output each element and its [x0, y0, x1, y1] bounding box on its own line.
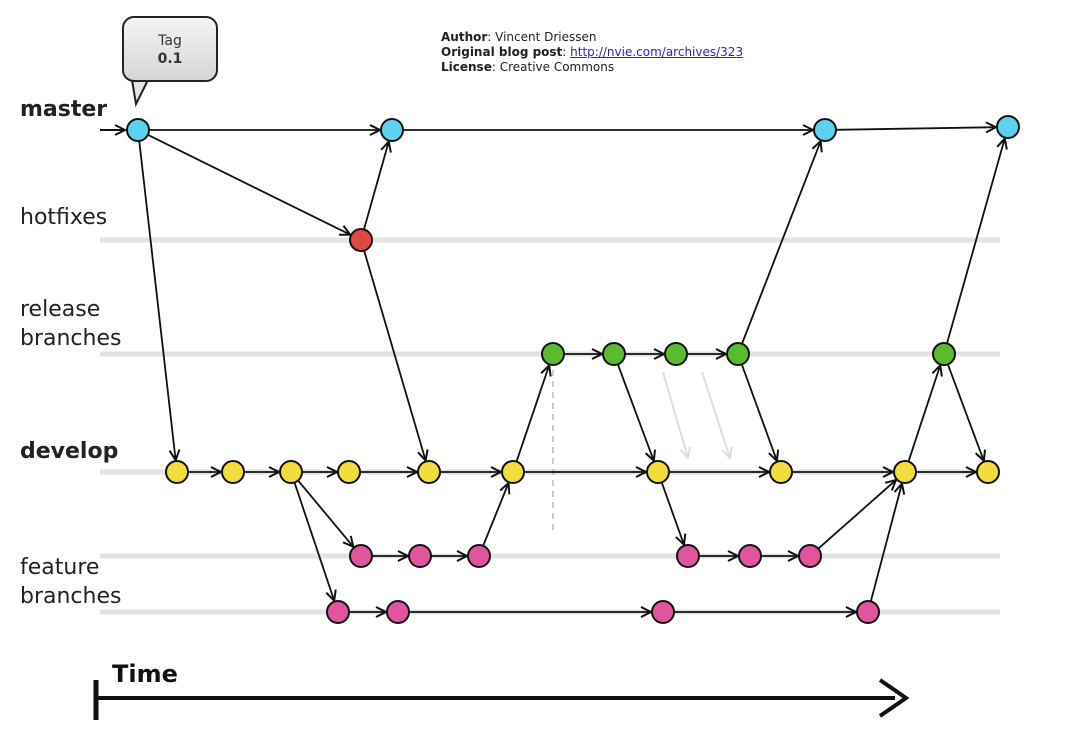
decorations: [93, 79, 910, 720]
commit-feature-g3: [651, 600, 675, 624]
post-label: Original blog post: [441, 45, 563, 59]
commit-feature-f5: [738, 544, 762, 568]
commit-feature-f4: [676, 544, 700, 568]
license: : Creative Commons: [491, 60, 615, 74]
tag-callout: Tag 0.1: [122, 16, 218, 82]
edge-d3-g1: [293, 482, 335, 600]
commit-release-r1: [541, 342, 565, 366]
ghost-merge-arrow: [701, 371, 730, 458]
edge-d3-f1: [297, 479, 353, 546]
tag-pointer: [131, 79, 149, 108]
edge-r4-m3: [741, 141, 821, 345]
commit-nodes: [126, 115, 1020, 624]
lane-label-release-2: branches: [20, 326, 122, 351]
commit-feature-f6: [798, 544, 822, 568]
commit-feature-g4: [856, 600, 880, 624]
edge-h1-m2: [363, 142, 389, 230]
commit-develop-d2: [221, 460, 245, 484]
edge-g4-d9: [869, 484, 902, 602]
edge-r5-d10: [946, 363, 984, 460]
commit-release-r4: [726, 342, 750, 366]
commit-master-m4: [996, 115, 1020, 139]
tag-title: Tag: [158, 33, 182, 49]
edge-d6-r1: [515, 365, 550, 462]
edge-m3-m4: [835, 127, 996, 130]
edge-m1-d1: [138, 140, 175, 460]
lane-label-feature-2: branches: [20, 584, 122, 609]
commit-feature-g1: [326, 600, 350, 624]
edge-r5-m4: [946, 139, 1005, 344]
commit-develop-d7: [646, 460, 670, 484]
commit-feature-g2: [386, 600, 410, 624]
license-label: License: [441, 60, 492, 74]
commit-develop-d3: [279, 460, 303, 484]
post-sep: :: [562, 45, 571, 59]
time-arrowhead: [878, 678, 910, 718]
commit-release-r5: [932, 342, 956, 366]
commit-develop-d4: [337, 460, 361, 484]
edge-d7-f4: [660, 482, 684, 544]
lane-label-feature-1: feature: [20, 555, 100, 580]
credits: Author: Vincent Driessen Original blog p…: [441, 30, 743, 75]
lane-lines: [100, 237, 1000, 615]
edge-d9-r5: [907, 365, 940, 462]
edge-m1-h1: [147, 134, 350, 235]
lane-label-master: master: [20, 97, 108, 122]
edge-f3-d6: [482, 483, 508, 547]
commit-develop-d8: [769, 460, 793, 484]
commit-develop-d9: [893, 460, 917, 484]
commit-develop-d6: [501, 460, 525, 484]
author: : Vincent Driessen: [487, 30, 597, 44]
commit-develop-d5: [417, 460, 441, 484]
lane-label-develop: develop: [20, 439, 119, 464]
commit-feature-f2: [408, 544, 432, 568]
ghost-merge-arrow: [662, 371, 688, 458]
commit-release-r3: [664, 342, 688, 366]
commit-develop-d1: [165, 460, 189, 484]
commit-master-m2: [380, 118, 404, 142]
commit-hotfix-h1: [349, 228, 373, 252]
commit-feature-f3: [467, 544, 491, 568]
edge-h1-d5: [363, 250, 426, 461]
edge-f6-d9: [817, 480, 896, 550]
commit-develop-d10: [976, 460, 1000, 484]
commit-feature-f1: [349, 544, 373, 568]
edge-r4-d8: [740, 364, 777, 460]
lane-label-release-1: release: [20, 297, 101, 322]
blog-post-link[interactable]: http://nvie.com/archives/323: [570, 45, 744, 59]
commit-master-m1: [126, 118, 150, 142]
lane-label-hotfixes: hotfixes: [20, 205, 108, 230]
edge-r2-d7: [616, 363, 654, 460]
author-label: Author: [441, 30, 488, 44]
commit-master-m3: [813, 118, 837, 142]
commit-release-r2: [602, 342, 626, 366]
commit-edges: [138, 127, 1005, 612]
time-label: Time: [112, 660, 178, 688]
tag-version: 0.1: [157, 51, 183, 67]
